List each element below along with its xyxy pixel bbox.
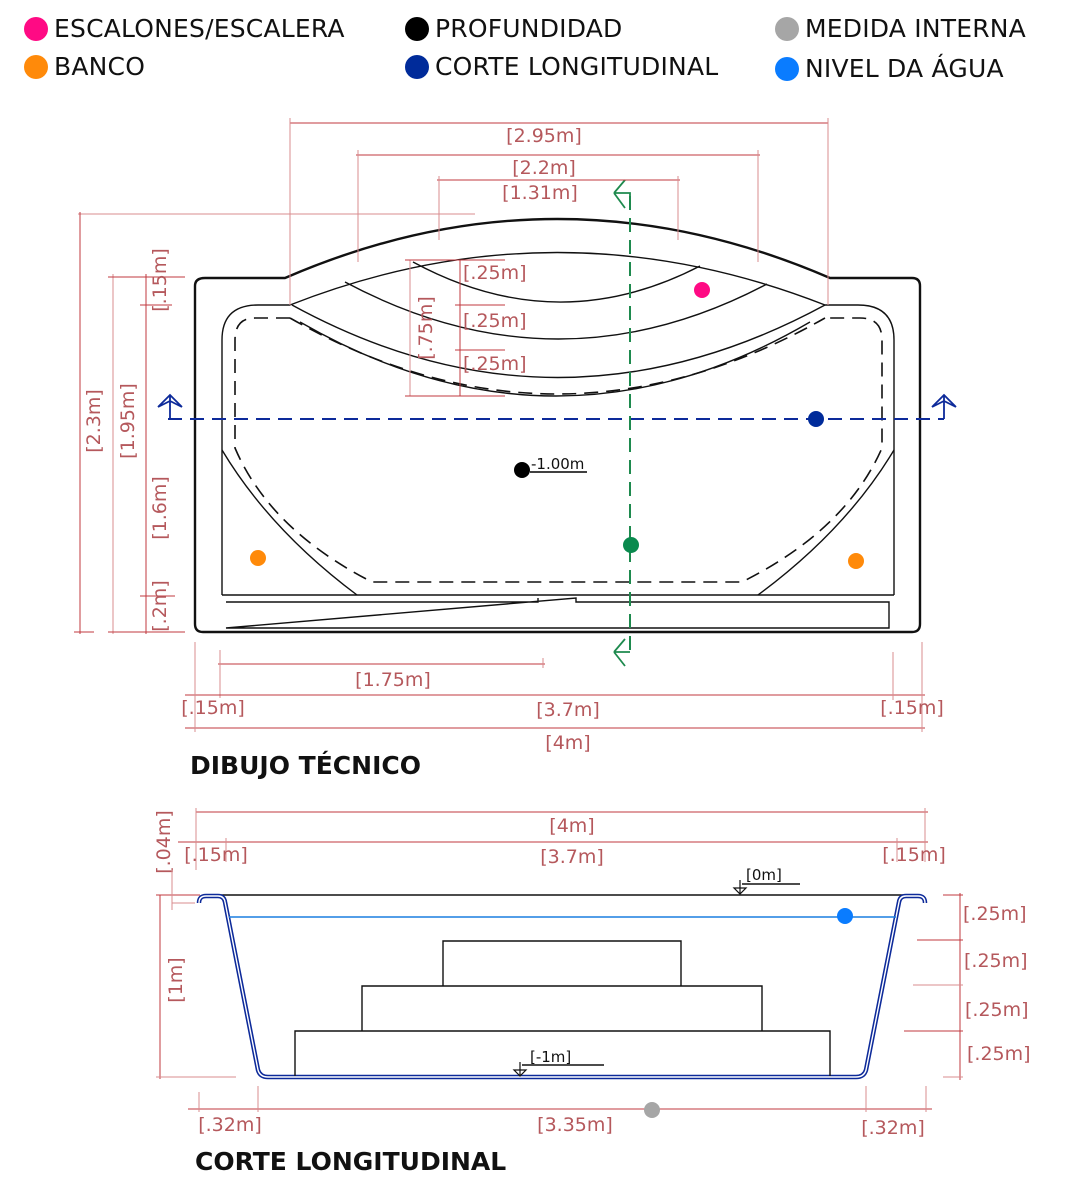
marker-internal-measure: [644, 1102, 660, 1118]
level-triangle-icon: [512, 1062, 528, 1077]
legend-label: MEDIDA INTERNA: [805, 14, 1026, 43]
plan-title: DIBUJO TÉCNICO: [190, 751, 421, 780]
legend-item-corte: CORTE LONGITUDINAL: [405, 52, 718, 81]
level-bottom-label: [-1m]: [530, 1048, 571, 1066]
section-step-1: [442, 940, 682, 986]
bench-outline: [225, 597, 890, 629]
section-step-3: [294, 1030, 831, 1076]
pink-dot-icon: [24, 16, 48, 41]
dim-top-mid: [2.2m]: [512, 157, 576, 179]
sec-dim-depth: [1m]: [165, 957, 187, 1002]
legend-label: PROFUNDIDAD: [435, 14, 623, 43]
plan-step-dimensions: [.25m] [.25m] [.25m] [.75m]: [405, 259, 527, 397]
dim-top-outer: [2.95m]: [506, 125, 582, 147]
legend-item-profundidad: PROFUNDIDAD: [405, 14, 623, 43]
dim-step-2: [.25m]: [463, 310, 527, 332]
pool-inner-wall: [221, 251, 895, 595]
step-3-lower: [299, 321, 811, 397]
legend: ESCALONES/ESCALERA PROFUNDIDAD MEDIDA IN…: [0, 12, 1080, 92]
cut-arrow-bottom-icon: [613, 638, 630, 667]
dim-height-inner: [1.6m]: [149, 476, 171, 540]
plan-left-dimensions: [2.3m] [1.95m] [.15m] [1.6m] [.2m]: [74, 212, 185, 634]
sec-dim-total-width: [4m]: [549, 815, 594, 837]
section-arrow-left-icon: [157, 393, 183, 419]
section-arrow-right-icon: [931, 393, 957, 419]
sec-dim-step-2: [.25m]: [964, 950, 1028, 972]
dim-height-body: [1.95m]: [117, 383, 139, 459]
pool-outer-outline: [193, 217, 922, 634]
section-left-dimensions: [1m]: [156, 870, 236, 1079]
marker-water-level: [837, 908, 853, 924]
marker-cut: [623, 537, 639, 553]
dim-rim-left: [.15m]: [181, 697, 245, 719]
step-2: [344, 281, 768, 340]
section-cut-line: [157, 393, 957, 420]
dim-bench-depth: [.2m]: [149, 580, 171, 631]
marker-depth: [514, 462, 530, 478]
dim-total-width: [4m]: [545, 732, 590, 754]
dim-top-inner: [1.31m]: [502, 182, 578, 204]
depth-label: -1.00m: [531, 455, 584, 473]
section-top-dimensions: [4m] [.15m] [3.7m] [.15m] [.04m]: [153, 808, 946, 874]
plan-view: -1.00m [2.95m] [2.2m] [1.31m] [.25m]: [74, 118, 957, 780]
step-1: [412, 261, 701, 303]
legend-label: NIVEL DA ÁGUA: [805, 54, 1004, 83]
sec-dim-step-3: [.25m]: [965, 999, 1029, 1021]
plan-bottom-dimensions: [1.75m] [.15m] [3.7m] [.15m] [4m]: [181, 642, 944, 754]
orange-dot-icon: [24, 54, 48, 79]
legend-item-medida-interna: MEDIDA INTERNA: [775, 14, 1026, 43]
navy-dot-icon: [405, 54, 429, 79]
sec-dim-floor-width: [3.35m]: [537, 1114, 613, 1136]
dim-height-total: [2.3m]: [83, 389, 105, 453]
sec-dim-rim-left: [.15m]: [184, 844, 248, 866]
cut-arrow-top-icon: [613, 179, 631, 209]
sec-dim-rim-right: [.15m]: [882, 844, 946, 866]
marker-bench-left: [250, 550, 266, 566]
dim-step-3: [.25m]: [463, 353, 527, 375]
section-step-2: [361, 985, 763, 1031]
sec-dim-inner-width: [3.7m]: [540, 846, 604, 868]
sec-dim-slope-left: [.32m]: [198, 1114, 262, 1136]
dim-bench-length: [1.75m]: [355, 669, 431, 691]
step-dashed-line: [289, 317, 826, 395]
dim-inner-width: [3.7m]: [536, 699, 600, 721]
marker-section: [808, 411, 824, 427]
level-top-label: [0m]: [746, 866, 782, 884]
sec-dim-step-1: [.25m]: [963, 903, 1027, 925]
section-right-dimensions: [.25m] [.25m] [.25m] [.25m]: [904, 893, 1031, 1080]
sec-dim-step-4: [.25m]: [967, 1043, 1031, 1065]
section-title: CORTE LONGITUDINAL: [195, 1147, 506, 1176]
transverse-cut-line: [613, 179, 631, 667]
level-marker-bottom: [-1m]: [512, 1048, 604, 1077]
dim-top-rim: [.15m]: [149, 248, 171, 312]
legend-label: ESCALONES/ESCALERA: [54, 14, 345, 43]
section-bottom-dimensions: [.32m] [3.35m] [.32m]: [188, 1086, 932, 1139]
dim-step-1: [.25m]: [463, 262, 527, 284]
marker-bench-right: [848, 553, 864, 569]
section-view: [4m] [.15m] [3.7m] [.15m] [.04m] [0m] [-…: [153, 808, 1031, 1176]
step-3: [291, 304, 826, 379]
dim-steps-total: [.75m]: [415, 296, 437, 360]
legend-label: BANCO: [54, 52, 146, 81]
floor-dashed-outline: [234, 317, 883, 583]
legend-item-escalones: ESCALONES/ESCALERA: [24, 14, 345, 43]
level-triangle-icon: [732, 880, 748, 895]
legend-label: CORTE LONGITUDINAL: [435, 52, 719, 81]
dim-rim-right: [.15m]: [880, 697, 944, 719]
blue-dot-icon: [775, 56, 799, 81]
sec-dim-slope-right: [.32m]: [861, 1117, 925, 1139]
sec-dim-lip: [.04m]: [153, 810, 175, 874]
black-dot-icon: [405, 16, 429, 41]
plan-top-dimensions: [2.95m] [2.2m] [1.31m]: [78, 118, 829, 305]
floor-slope-right: [757, 449, 895, 596]
marker-steps: [694, 282, 710, 298]
legend-item-nivel-agua: NIVEL DA ÁGUA: [775, 54, 1004, 83]
level-marker-top: [0m]: [732, 866, 800, 895]
gray-dot-icon: [775, 16, 799, 41]
floor-slope-left: [221, 449, 358, 596]
legend-item-banco: BANCO: [24, 52, 145, 81]
